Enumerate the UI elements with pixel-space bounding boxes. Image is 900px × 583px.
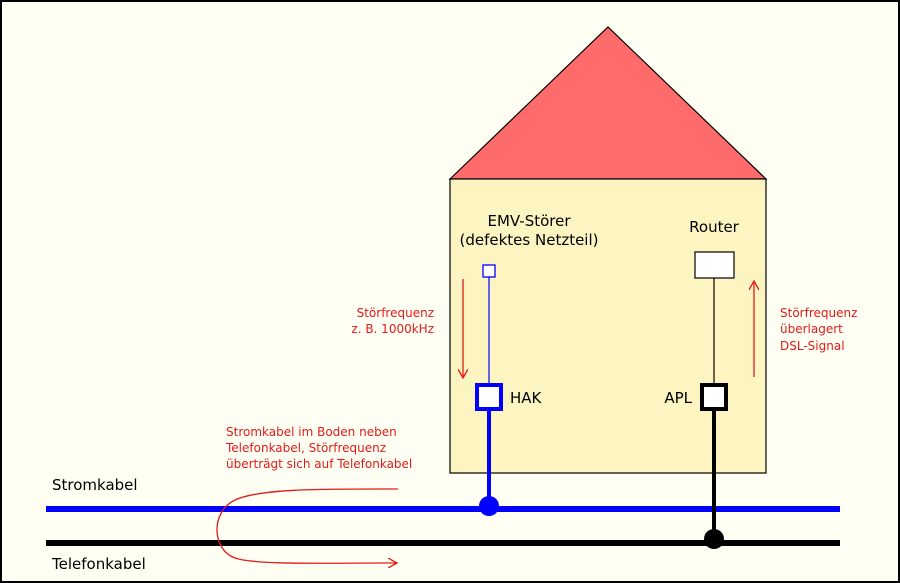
right-annotation-line3: DSL-Signal [780,339,845,353]
emv-label-line1: EMV-Störer [487,212,571,230]
coupling-annotation-line1: Stromkabel im Boden neben [226,425,397,439]
router-device-icon [694,251,735,279]
coupling-arrow-icon [216,488,398,563]
emv-device-icon [482,264,496,278]
left-annotation-line2: z. B. 1000kHz [351,322,434,336]
coupling-annotation-line3: überträgt sich auf Telefonkabel [226,457,412,471]
hak-label: HAK [510,389,543,407]
emv-label-line2: (defektes Netzteil) [460,231,599,249]
right-annotation-line1: Störfrequenz [780,306,857,320]
apl-box-icon [700,383,728,411]
hak-box-icon [475,383,503,411]
stromkabel-label: Stromkabel [52,476,138,494]
coupling-annotation-line2: Telefonkabel, Störfrequenz [225,441,386,455]
telefonkabel-label: Telefonkabel [51,555,146,573]
right-annotation-line2: überlagert [780,322,843,336]
apl-label: APL [664,389,692,407]
phone-junction-icon [704,529,724,549]
power-junction-icon [479,496,499,516]
left-annotation-line1: Störfrequenz [357,306,434,320]
router-label: Router [689,218,740,236]
